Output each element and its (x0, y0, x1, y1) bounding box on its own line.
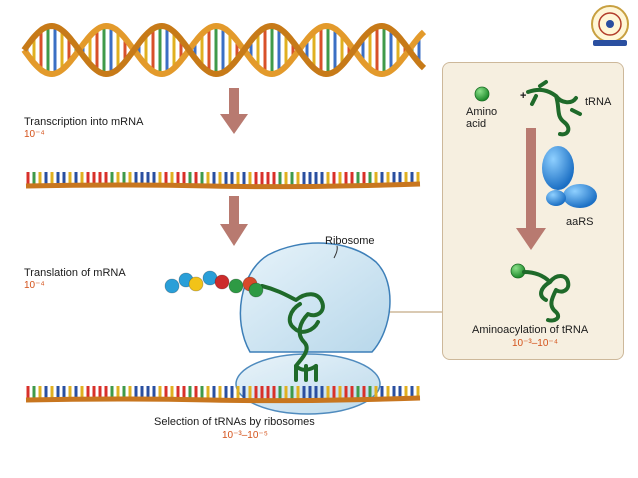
amino-acid-bead (164, 278, 180, 294)
ribosome-large-subunit (239, 242, 391, 353)
ribosome-small-subunit (235, 353, 381, 415)
amino-acid-icon (474, 86, 490, 102)
aminoacylation-rate: 10⁻³–10⁻⁴ (512, 338, 558, 349)
ribosome-label: Ribosome (325, 235, 375, 247)
amino-acid-bead (214, 274, 230, 290)
arrow-transcription (220, 88, 248, 134)
trna-free-icon (526, 80, 582, 137)
arrow-aminoacylation (516, 128, 546, 250)
dna-helix (21, 22, 427, 78)
translation-label: Translation of mRNA (24, 267, 126, 279)
transcription-rate: 10⁻⁴ (24, 129, 45, 140)
mrna-strand-top (25, 172, 421, 190)
peptide-chain (164, 270, 264, 298)
ribosome-pointer (333, 245, 338, 259)
translation-rate: 10⁻⁴ (24, 280, 45, 291)
transcription-label: Transcription into mRNA (24, 116, 144, 128)
amino-acid-bead (248, 282, 264, 298)
mrna-strand-bottom (25, 386, 421, 404)
aminoacylation-label: Aminoacylation of tRNA (472, 324, 589, 336)
amino-acid-bead (228, 278, 244, 294)
selection-label: Selection of tRNAs by ribosomes (154, 416, 315, 428)
amino-acid-label: Amino acid (466, 106, 498, 130)
trna-label: tRNA (585, 96, 612, 108)
charged-trna-icon (510, 263, 571, 323)
trna-in-ribosome-icon (260, 284, 325, 382)
amino-acid-bead (188, 276, 204, 292)
plus-sign: + (520, 90, 527, 102)
institution-seal-icon (591, 5, 629, 46)
aars-enzyme-icon (542, 146, 597, 208)
selection-rate: 10⁻³–10⁻⁵ (222, 430, 268, 441)
arrow-translation (220, 196, 248, 246)
aars-label: aaRS (566, 216, 594, 228)
